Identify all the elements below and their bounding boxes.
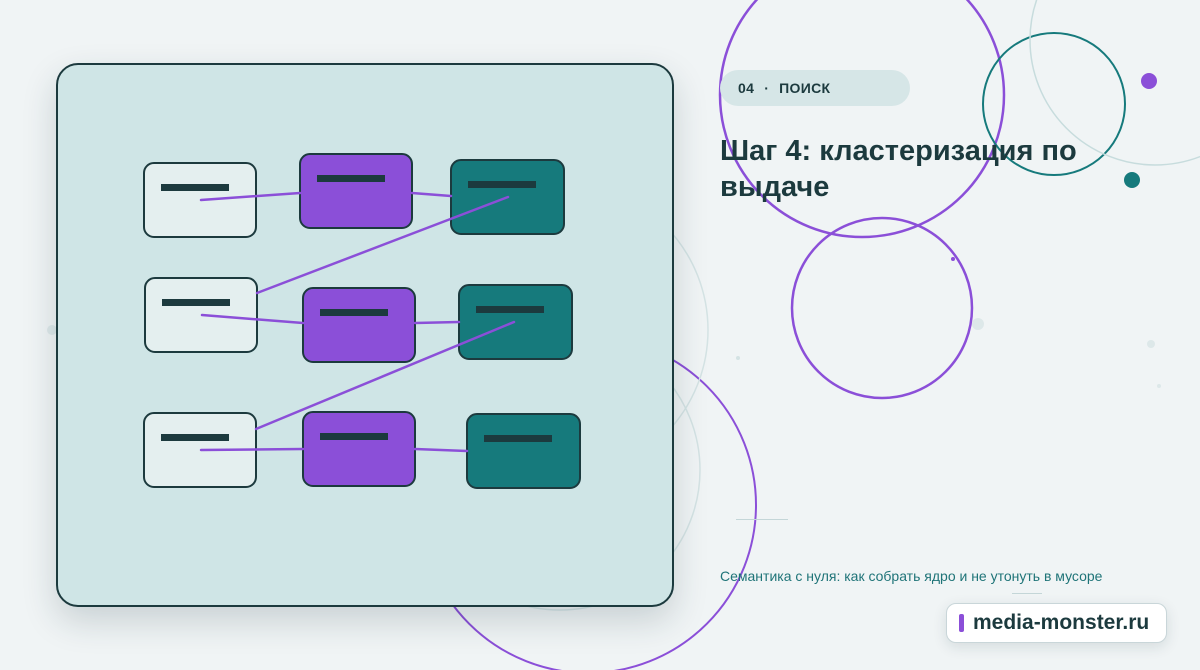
divider-line	[736, 519, 788, 520]
node-purple-2	[302, 287, 416, 363]
connector-line	[254, 320, 516, 431]
node-bar	[320, 309, 388, 316]
step-category: ПОИСК	[779, 80, 831, 96]
brand-name: media-monster.ru	[973, 611, 1150, 634]
deco-circle	[790, 216, 974, 400]
connector-line	[199, 447, 305, 452]
brand-mark-icon	[959, 614, 964, 632]
deco-circle	[982, 32, 1126, 176]
cluster-diagram	[143, 153, 581, 489]
connector-line	[255, 195, 510, 295]
node-bar	[320, 433, 388, 440]
deco-circle	[718, 0, 1006, 239]
node-bar	[317, 175, 385, 182]
deco-dot	[972, 318, 984, 330]
diagram-panel	[56, 63, 674, 607]
connector-line	[410, 191, 453, 198]
node-bar	[162, 299, 230, 306]
deco-dot	[47, 325, 57, 335]
node-bar	[468, 181, 536, 188]
connector-line	[413, 447, 469, 453]
node-bar	[484, 435, 552, 442]
connector-line	[200, 313, 305, 325]
deco-dot	[736, 356, 740, 360]
node-purple-1	[299, 153, 413, 229]
node-purple-3	[302, 411, 416, 487]
node-bar	[476, 306, 544, 313]
article-subtitle: Семантика с нуля: как собрать ядро и не …	[720, 568, 1103, 584]
divider-line	[1012, 593, 1042, 594]
deco-dot	[1147, 340, 1155, 348]
badge-separator: ·	[764, 80, 770, 96]
brand-badge[interactable]: media-monster.ru	[946, 603, 1167, 643]
page-title: Шаг 4: кластеризация по выдаче	[720, 135, 1077, 203]
deco-circle	[1029, 0, 1200, 166]
node-bar	[161, 434, 229, 441]
deco-dot	[951, 257, 955, 261]
step-number: 04	[738, 80, 755, 96]
deco-dot	[1141, 73, 1157, 89]
connector-line	[199, 191, 302, 202]
node-teal-2	[458, 284, 573, 360]
node-teal-3	[466, 413, 581, 489]
connector-line	[413, 320, 461, 325]
node-bar	[161, 184, 229, 191]
deco-dot	[1157, 384, 1161, 388]
step-badge: 04 · ПОИСК	[720, 70, 910, 106]
deco-dot	[1124, 172, 1140, 188]
